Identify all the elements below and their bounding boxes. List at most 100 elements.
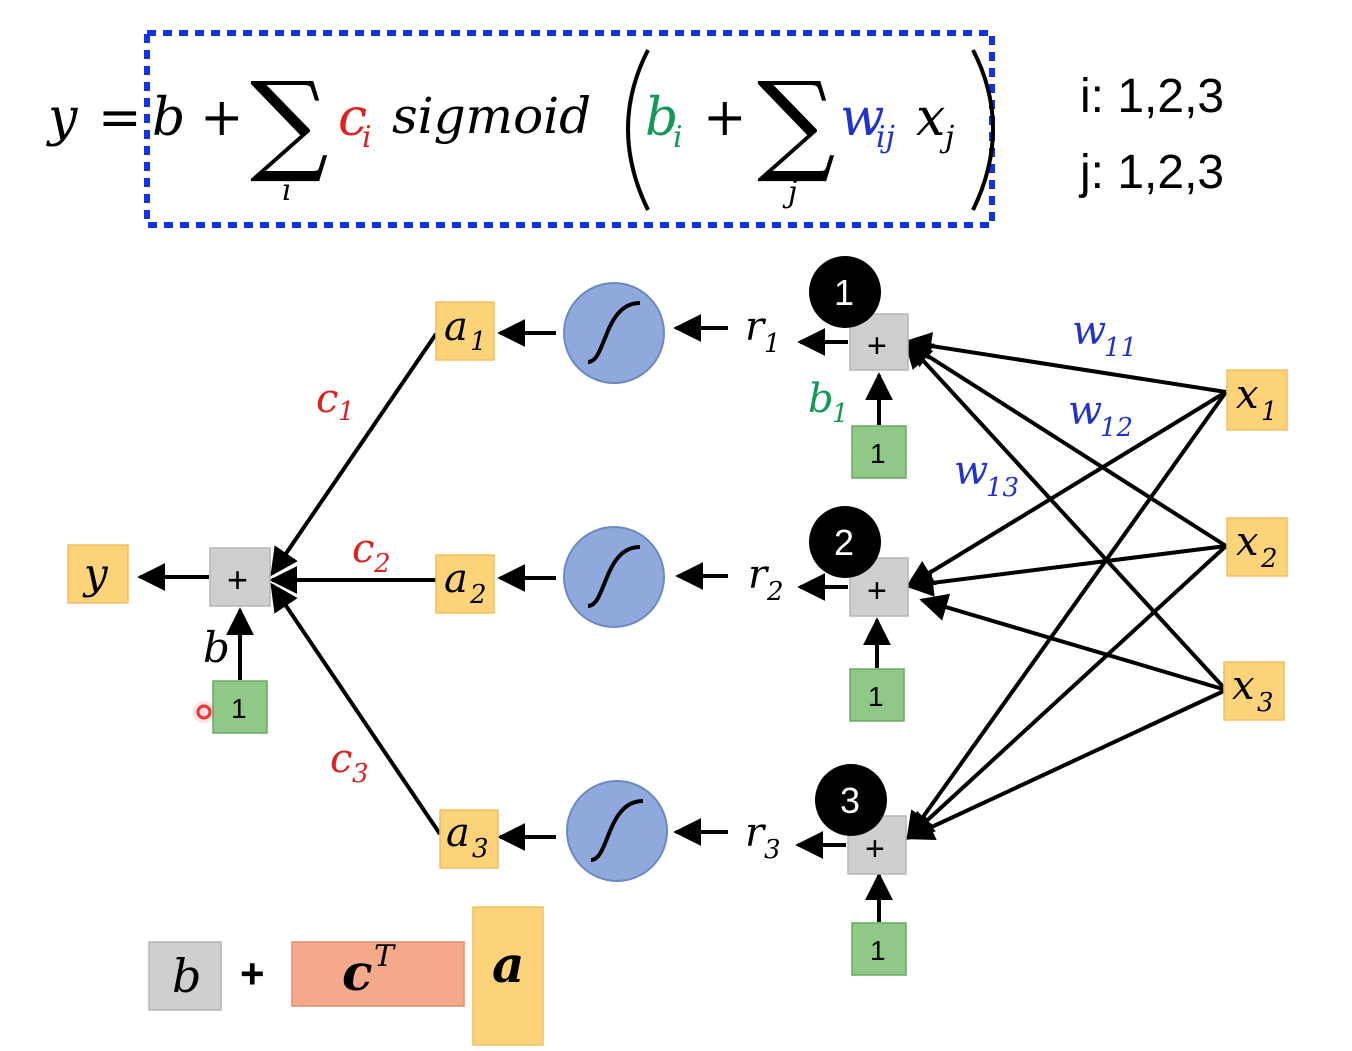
neuron-1-bias-one-box [851,425,907,479]
sigmoid-2 [563,526,665,628]
weight-w13-subscript: 13 [986,473,1019,503]
bias-b1: b [808,376,834,422]
activation-a1-box [435,301,495,361]
sigmoid-3-curve [590,799,644,862]
weight-w12: w [1068,388,1102,434]
neuron-row-2: a 2 r 2 + 2 1 [435,506,909,722]
neuron-row-1: a 1 r 1 + 1 b 1 1 [435,256,909,479]
output-y-box [67,544,129,604]
edge-x3-n3 [905,688,1227,841]
input-x3-box [1223,661,1285,721]
sigmoid-1-curve [587,301,641,364]
weight-w12-subscript: 12 [1100,413,1133,443]
neuron-2-badge [809,506,881,578]
preact-r2-subscript: 2 [766,577,784,607]
formula-plus-1: + [200,88,244,148]
connections [137,314,1228,922]
weight-c2-subscript: 2 [373,549,391,579]
neuron-1-badge-label: 1 [834,272,854,313]
neuron-2-bias-one: 1 [868,681,884,712]
edge-x2-n3 [905,544,1228,840]
output-sum-node [209,547,271,607]
formula-y: y [46,88,78,148]
output-y-label: y [82,549,109,598]
neuron-3-bias-one: 1 [870,935,886,966]
neuron-3-badge [815,764,887,836]
preact-r2: r [748,552,770,598]
weight-w13: w [954,448,988,494]
vector-plus: + [240,950,265,997]
weight-c3: c [330,736,352,782]
formula-sum-i: ∑ [250,58,329,186]
input-x3: x [1232,663,1255,709]
activation-a3-box [439,809,499,869]
preact-r3-subscript: 3 [764,835,781,865]
weight-labels: w 11 w 12 w 13 [954,308,1137,503]
activation-a2-subscript: 2 [469,580,487,610]
formula-bi-subscript: i [673,120,683,155]
neuron-3-bias-one-box [851,922,907,976]
cursor-marker-glow [193,701,215,723]
weight-c1: c [316,376,338,422]
edge-a1-sum [270,332,438,577]
input-x2: x [1236,519,1259,565]
edge-x1-n2 [905,390,1228,588]
neuron-2-badge-label: 2 [834,522,854,563]
vector-a-box [472,906,544,1046]
edge-x1-n3 [906,390,1228,841]
neuron-2-sum-plus: + [867,572,887,610]
edge-a3-sum [270,582,442,836]
formula-index-i: i: 1,2,3 [1080,70,1224,123]
output-bias-label: b [203,623,230,672]
neuron-1-bias-one: 1 [870,438,886,469]
input-x1: x [1236,372,1259,418]
vector-b: b [172,949,201,1003]
edge-x2-n1 [903,340,1228,548]
vector-b-box [148,941,222,1011]
activation-a3-subscript: 3 [472,834,489,864]
cursor-marker [196,704,212,720]
output-sum-plus: + [227,559,248,600]
formula: y = b + ∑ i c i sigmoid b i + ∑ j w ij x… [46,30,1224,228]
input-x3-subscript: 3 [1257,688,1274,718]
activation-a3: a [446,810,470,856]
bias-b1-subscript: 1 [832,399,849,429]
neuron-3-badge-label: 3 [840,780,860,821]
inputs: x 1 x 2 x 3 [1223,369,1288,721]
weight-c1-subscript: 1 [338,397,355,427]
formula-left-paren [626,49,650,211]
formula-index-j: j: 1,2,3 [1078,146,1224,199]
vector-form: b + c T a [148,906,544,1046]
input-x1-box [1226,369,1288,431]
formula-dashed-box [144,30,995,228]
neuron-1-sum-plus: + [867,327,887,365]
preact-r3: r [745,810,767,856]
vector-c-superscript: T [374,939,396,974]
neuron-row-3: a 3 r 3 + 3 1 [439,764,907,976]
formula-plus-2: + [703,88,747,148]
formula-b: b [152,88,185,148]
formula-x: x [916,88,945,148]
sigmoid-2-curve [587,545,641,608]
vector-a: a [492,935,524,994]
formula-equals: = [98,88,142,148]
neuron-3-sum-plus: + [865,830,885,868]
sigmoid-1 [563,282,665,384]
formula-bi: b [645,88,678,148]
weight-c3-subscript: 3 [352,759,369,789]
activation-a2: a [444,556,468,602]
formula-w-subscript: ij [876,120,895,155]
formula-c: c [338,88,367,148]
activation-a1: a [444,304,468,350]
formula-sum-j: ∑ [757,58,836,186]
formula-w: w [840,88,885,148]
activation-a1-subscript: 1 [470,327,487,357]
output-bias-one-box [212,680,268,734]
neuron-2-bias-one-box [849,668,905,722]
formula-right-paren [971,49,995,211]
weight-c2: c [352,526,374,572]
output-bias-one: 1 [231,693,247,724]
input-x1-subscript: 1 [1261,397,1278,427]
weight-w11-subscript: 11 [1104,333,1137,363]
formula-sum-i-index: i [282,173,292,208]
